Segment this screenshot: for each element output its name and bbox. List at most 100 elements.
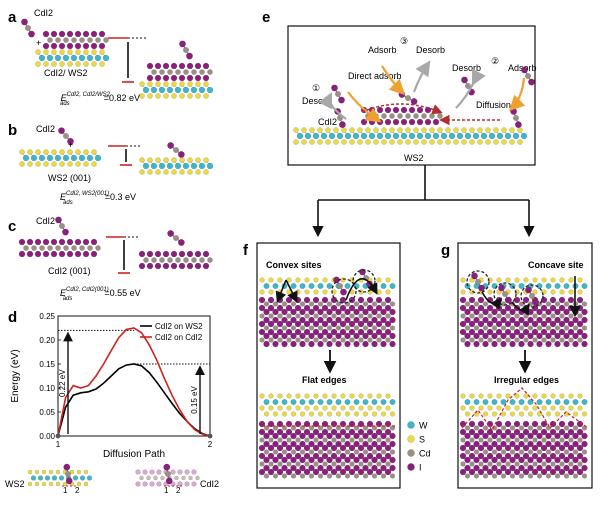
lattice-atom xyxy=(581,432,588,440)
s-atom xyxy=(67,161,73,167)
i-atom xyxy=(146,250,154,258)
s-atom xyxy=(357,139,363,145)
lattice-atom xyxy=(581,316,588,324)
lattice-atom xyxy=(568,313,574,319)
lattice-atom xyxy=(299,308,306,316)
cd-atom xyxy=(337,283,344,290)
lattice-atom xyxy=(380,308,387,316)
i-atom xyxy=(338,96,345,104)
s-atom xyxy=(187,157,193,163)
lattice-atom xyxy=(527,449,534,455)
lattice-atom xyxy=(389,449,396,455)
lattice-atom xyxy=(469,437,475,443)
lattice-atom xyxy=(464,432,471,440)
s-atom xyxy=(461,139,467,145)
s-atom xyxy=(155,169,161,175)
lattice-atom xyxy=(536,316,543,324)
lattice-atom xyxy=(518,325,525,331)
lattice-atom xyxy=(518,411,525,417)
i-atom xyxy=(194,262,202,270)
lattice-atom xyxy=(308,332,315,340)
lattice-atom xyxy=(340,313,346,319)
lattice-atom xyxy=(491,449,498,455)
lattice-atom xyxy=(554,464,561,472)
lattice-atom xyxy=(473,456,480,464)
lattice-atom xyxy=(460,337,466,343)
s-atom xyxy=(485,139,491,145)
lattice-atom xyxy=(509,411,516,417)
lattice-atom xyxy=(527,340,534,348)
i-atom xyxy=(65,477,73,485)
lattice-atom xyxy=(495,328,503,336)
lattice-atom xyxy=(313,313,319,319)
lattice-atom xyxy=(464,440,471,448)
s-atom xyxy=(437,127,443,133)
w-atom xyxy=(94,54,102,62)
step-3-adsorb: Adsorb xyxy=(368,45,397,55)
lattice-atom xyxy=(76,469,82,475)
lattice-atom xyxy=(357,428,365,436)
i-atom xyxy=(167,230,175,237)
lattice-atom xyxy=(304,277,310,283)
lattice-atom xyxy=(299,316,306,324)
i-atom xyxy=(82,30,90,38)
lattice-atom xyxy=(322,461,328,467)
lattice-atom xyxy=(290,308,297,316)
lattice-atom xyxy=(513,444,521,452)
i-atom xyxy=(170,250,178,258)
cd-atom xyxy=(172,234,179,241)
lattice-atom xyxy=(295,461,301,467)
lattice-atom xyxy=(572,399,579,406)
s-atom xyxy=(203,169,209,175)
lattice-atom xyxy=(62,481,68,487)
i-atom xyxy=(194,74,202,82)
lattice-atom xyxy=(295,313,301,319)
adsorb-arrow-2 xyxy=(508,77,526,112)
lattice-atom xyxy=(576,428,584,436)
y-tick-label: 0.10 xyxy=(39,384,55,393)
lattice-atom xyxy=(276,328,284,336)
lattice-atom xyxy=(330,444,338,452)
lattice-atom xyxy=(353,449,360,455)
s-atom xyxy=(147,93,153,99)
s-atom xyxy=(75,149,81,155)
lattice-atom xyxy=(41,481,47,487)
i-atom xyxy=(34,250,42,258)
lattice-atom xyxy=(317,332,324,340)
lattice-atom xyxy=(536,464,543,472)
lattice-atom xyxy=(281,464,288,472)
lattice-atom xyxy=(496,277,502,283)
s-atom xyxy=(349,139,355,145)
lattice-atom xyxy=(285,320,293,328)
cd-atom xyxy=(475,279,482,286)
lattice-atom xyxy=(504,444,512,452)
step-1-desorb: Desorb xyxy=(302,96,331,106)
lattice-atom xyxy=(545,411,552,417)
s-atom xyxy=(171,93,177,99)
s-atom xyxy=(397,127,403,133)
s-atom xyxy=(517,139,523,145)
lattice-atom xyxy=(385,337,391,343)
s-atom xyxy=(171,169,177,175)
lattice-atom xyxy=(527,316,534,324)
lattice-atom xyxy=(258,468,266,476)
cd-atom xyxy=(191,257,197,263)
lattice-atom xyxy=(460,461,466,467)
lattice-atom xyxy=(518,456,525,464)
s-atom xyxy=(59,49,65,55)
lattice-atom xyxy=(135,469,141,475)
lattice-atom xyxy=(299,399,306,406)
lattice-atom xyxy=(263,308,270,316)
cd-atom xyxy=(405,94,412,101)
s-atom xyxy=(139,169,145,175)
lattice-atom xyxy=(513,468,521,476)
lattice-atom xyxy=(469,393,475,399)
i-atom xyxy=(384,118,392,126)
s-atom xyxy=(357,127,363,133)
lattice-atom xyxy=(459,328,467,336)
legend-s-dot xyxy=(407,435,415,443)
lattice-atom xyxy=(335,411,342,417)
lattice-atom xyxy=(540,468,548,476)
i-atom xyxy=(138,250,146,258)
